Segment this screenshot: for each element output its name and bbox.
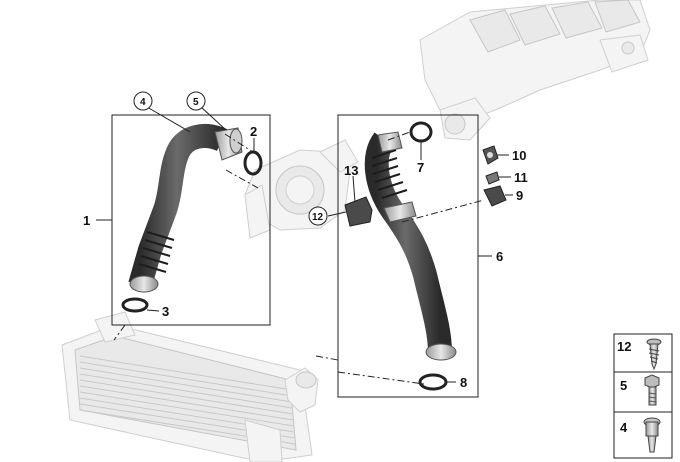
- callout-3: 3: [162, 304, 169, 319]
- callout-10: 10: [512, 148, 526, 163]
- callout-7: 7: [417, 160, 424, 175]
- legend-label-12: 12: [617, 339, 631, 354]
- turbocharger-ghost: [244, 139, 359, 239]
- hex-bolt-icon: [644, 374, 660, 406]
- intake-manifold-ghost: [419, 0, 651, 141]
- sensor-9: [483, 185, 507, 207]
- fastener-legend: 12 5 4: [613, 333, 673, 459]
- callout-5: 5: [193, 97, 199, 108]
- sensor-10: [482, 145, 499, 165]
- callout-13: 13: [344, 163, 358, 178]
- hose-clamp-icon: [643, 417, 661, 453]
- charge-air-hose-right: [364, 131, 457, 361]
- callout-11: 11: [514, 170, 528, 185]
- legend-label-5: 5: [620, 378, 627, 393]
- charge-air-hose-left: [128, 124, 243, 293]
- o-ring-3: [121, 297, 149, 313]
- callout-1: 1: [83, 213, 90, 228]
- callout-6: 6: [496, 249, 503, 264]
- legend-label-4: 4: [620, 420, 628, 435]
- clip-11: [485, 171, 500, 185]
- callout-9: 9: [516, 188, 523, 203]
- callouts: 1 4 5 2 3 13 12 7 6 8 10 11 9: [83, 91, 528, 390]
- o-ring-2: [243, 150, 263, 176]
- leader-lines: [96, 106, 513, 383]
- self-tapping-screw-icon: [646, 338, 662, 371]
- callout-12: 12: [312, 212, 324, 223]
- callout-4: 4: [140, 97, 146, 108]
- assembly-dash-lines: [113, 131, 485, 385]
- o-ring-8: [418, 373, 448, 391]
- intercooler-ghost: [61, 311, 319, 462]
- callout-8: 8: [460, 375, 467, 390]
- o-ring-7: [409, 121, 433, 143]
- callout-2: 2: [250, 124, 257, 139]
- bracket-13: [344, 196, 373, 227]
